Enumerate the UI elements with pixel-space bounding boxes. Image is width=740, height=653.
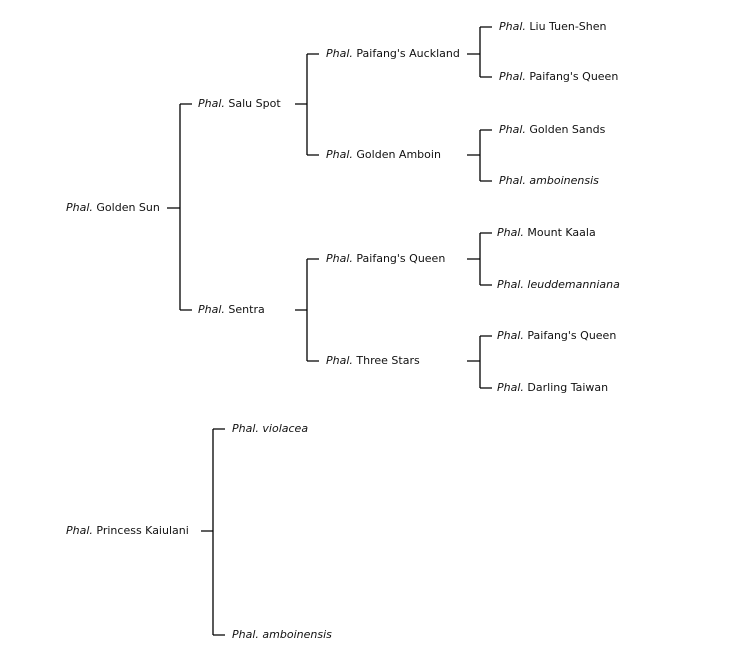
genus-label: Phal. (326, 47, 353, 60)
species-label: leuddemanniana (527, 278, 620, 291)
cultivar-label: Three Stars (356, 354, 420, 367)
node-paifangs-queen-3: Phal. Paifang's Queen (497, 329, 616, 343)
cultivar-label: Paifang's Queen (527, 329, 617, 342)
node-liu-tuen-shen: Phal. Liu Tuen-Shen (499, 20, 606, 34)
cultivar-label: Paifang's Queen (356, 252, 446, 265)
connector-golden-amboin (467, 129, 492, 182)
node-golden-amboin: Phal. Golden Amboin (326, 148, 441, 162)
cultivar-label: Paifang's Queen (529, 70, 619, 83)
node-princess-kaiulani: Phal. Princess Kaiulani (66, 524, 189, 538)
genus-label: Phal. (499, 174, 526, 187)
genus-label: Phal. (232, 422, 259, 435)
genus-label: Phal. (497, 329, 524, 342)
connector-three-stars (467, 335, 492, 389)
cultivar-label: Sentra (228, 303, 265, 316)
species-label: violacea (262, 422, 309, 435)
node-golden-sun: Phal. Golden Sun (66, 201, 160, 215)
node-paifangs-queen-2: Phal. Paifang's Queen (499, 70, 618, 84)
connector-paifangs-queen (467, 232, 492, 286)
connector-salu-spot (295, 53, 319, 156)
cultivar-label: Golden Sun (96, 201, 160, 214)
node-darling-taiwan: Phal. Darling Taiwan (497, 381, 608, 395)
genus-label: Phal. (198, 303, 225, 316)
species-label: amboinensis (529, 174, 599, 187)
cultivar-label: Mount Kaala (527, 226, 596, 239)
genus-label: Phal. (497, 278, 524, 291)
node-leuddemanniana: Phal. leuddemanniana (497, 278, 620, 292)
species-label: amboinensis (262, 628, 332, 641)
node-paifangs-queen: Phal. Paifang's Queen (326, 252, 445, 266)
connector-princess-kaiulani (201, 428, 225, 636)
connector-sentra (295, 258, 319, 362)
connector-root-to-parents (167, 103, 192, 311)
genus-label: Phal. (499, 20, 526, 33)
node-violacea: Phal. violacea (232, 422, 308, 436)
node-paifangs-auckland: Phal. Paifang's Auckland (326, 47, 460, 61)
cultivar-label: Golden Sands (529, 123, 606, 136)
genus-label: Phal. (499, 70, 526, 83)
genus-label: Phal. (232, 628, 259, 641)
node-mount-kaala: Phal. Mount Kaala (497, 226, 596, 240)
node-three-stars: Phal. Three Stars (326, 354, 420, 368)
genus-label: Phal. (326, 148, 353, 161)
node-amboinensis: Phal. amboinensis (499, 174, 599, 188)
genus-label: Phal. (66, 524, 93, 537)
cultivar-label: Liu Tuen-Shen (529, 20, 607, 33)
cultivar-label: Salu Spot (228, 97, 281, 110)
cultivar-label: Paifang's Auckland (356, 47, 460, 60)
genus-label: Phal. (499, 123, 526, 136)
genus-label: Phal. (66, 201, 93, 214)
genus-label: Phal. (497, 226, 524, 239)
genus-label: Phal. (497, 381, 524, 394)
genus-label: Phal. (326, 354, 353, 367)
cultivar-label: Golden Amboin (356, 148, 441, 161)
node-sentra: Phal. Sentra (198, 303, 265, 317)
cultivar-label: Princess Kaiulani (96, 524, 189, 537)
node-golden-sands: Phal. Golden Sands (499, 123, 605, 137)
node-amboinensis-2: Phal. amboinensis (232, 628, 332, 642)
connector-paifangs-auckland (467, 26, 492, 78)
genus-label: Phal. (198, 97, 225, 110)
node-salu-spot: Phal. Salu Spot (198, 97, 281, 111)
genus-label: Phal. (326, 252, 353, 265)
cultivar-label: Darling Taiwan (527, 381, 609, 394)
